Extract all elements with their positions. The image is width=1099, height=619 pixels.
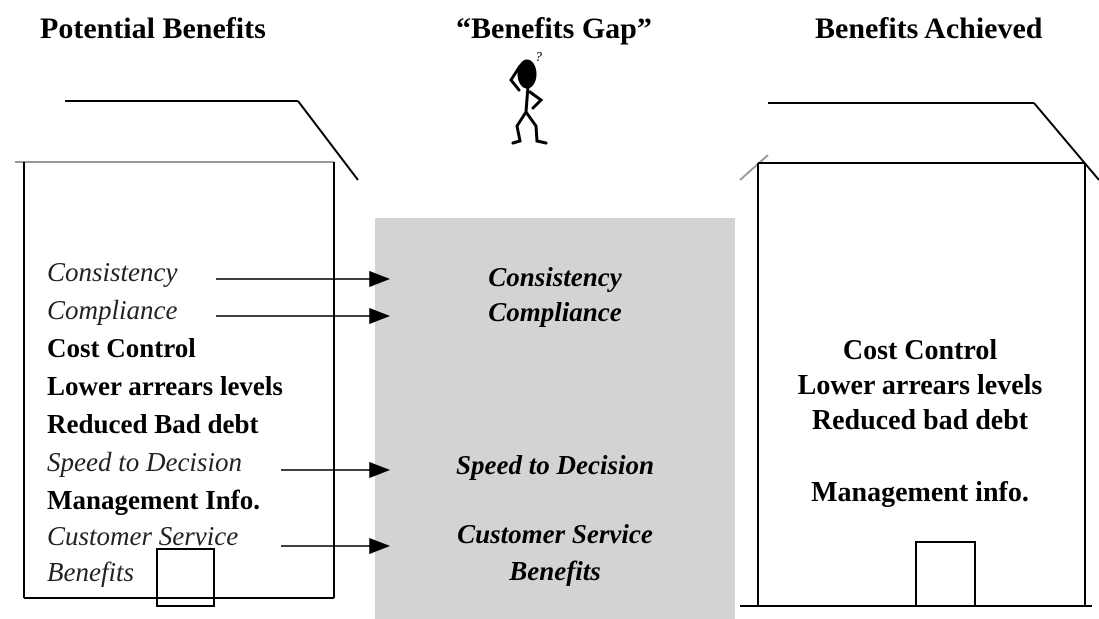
gap-customer-service: Customer Service	[457, 519, 653, 549]
benefits-achieved-heading: Benefits Achieved	[815, 12, 1043, 45]
benefits-gap-heading: “Benefits Gap”	[456, 12, 652, 45]
thinking-person-icon	[509, 59, 548, 145]
potential-reduced-bad-debt: Reduced Bad debt	[47, 409, 259, 439]
right-house	[739, 102, 1099, 607]
achieved-management-info: Management info.	[811, 477, 1029, 508]
potential-lower-arrears: Lower arrears levels	[47, 371, 283, 401]
gap-consistency: Consistency	[488, 262, 622, 292]
gap-speed-to-decision: Speed to Decision	[456, 450, 654, 480]
achieved-cost-control: Cost Control	[842, 335, 998, 366]
potential-compliance: Compliance	[47, 295, 178, 325]
achieved-lower-arrears: Lower arrears levels	[797, 370, 1043, 401]
left-house	[15, 100, 359, 607]
potential-benefits-heading: Potential Benefits	[40, 12, 266, 45]
potential-speed-to-decision: Speed to Decision	[47, 447, 242, 477]
potential-cost-control: Cost Control	[47, 333, 196, 363]
gap-compliance: Compliance	[488, 297, 622, 327]
left-house-door	[156, 548, 215, 607]
question-mark: ?	[535, 50, 542, 65]
achieved-reduced-bad-debt: Reduced bad debt	[811, 405, 1029, 436]
gap-benefits: Benefits	[509, 556, 601, 586]
right-house-door	[915, 541, 976, 607]
potential-consistency: Consistency	[47, 257, 178, 287]
arrows	[216, 270, 391, 555]
potential-benefits: Benefits	[47, 557, 134, 587]
potential-customer-service: Customer Service	[47, 521, 239, 551]
benefits-gap-region	[375, 218, 735, 619]
potential-management-info: Management Info.	[47, 485, 260, 515]
